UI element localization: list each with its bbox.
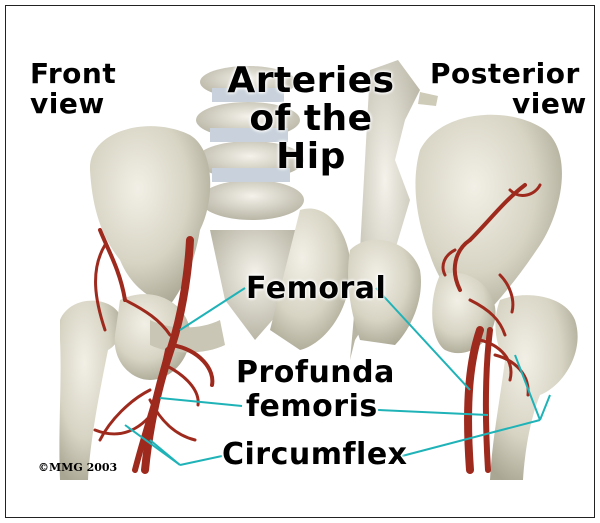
circumflex-label: Circumflex: [222, 440, 408, 470]
circumflex-leader-right-3: [540, 395, 550, 420]
circumflex-leader-left-1: [180, 456, 222, 465]
title-line3: Hip: [216, 138, 406, 176]
posterior-view-label-line1: Posterior: [430, 60, 580, 88]
profunda-label-line2: femoris: [246, 392, 378, 422]
femoral-label: Femoral: [246, 274, 386, 304]
front-view-label-line1: Front: [30, 60, 116, 88]
profunda-leader-left: [160, 398, 242, 406]
front-view-label-line2: view: [30, 90, 105, 118]
profunda-label-line1: Profunda: [236, 358, 395, 388]
posterior-view-label-line2: view: [512, 90, 587, 118]
copyright-text: ©MMG 2003: [38, 461, 117, 474]
circumflex-leader-left-3: [150, 440, 180, 465]
title-line1: Arteries: [216, 62, 406, 100]
title-line2: of the: [216, 100, 406, 138]
